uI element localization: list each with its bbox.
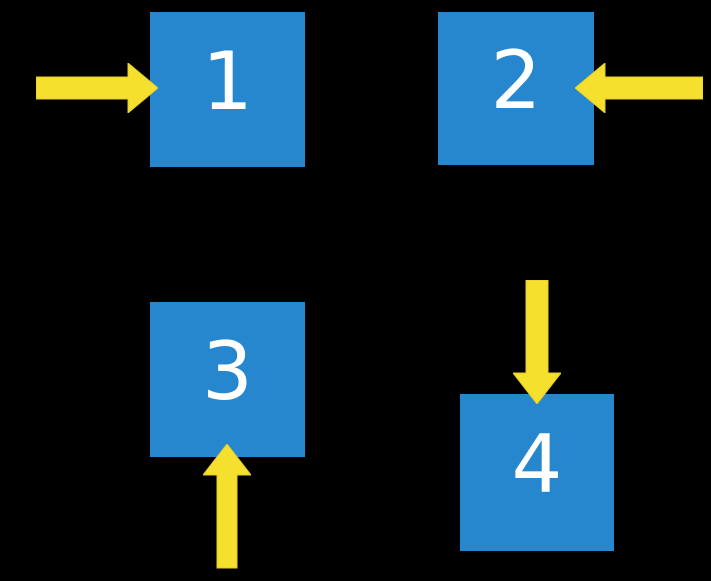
arrow-up-icon xyxy=(203,444,251,569)
arrow-right-icon xyxy=(36,63,158,113)
square-1-label: 1 xyxy=(202,34,253,128)
square-2-label: 2 xyxy=(490,33,542,127)
square-3: 3 xyxy=(150,302,305,457)
square-1: 1 xyxy=(150,12,305,167)
square-3-label: 3 xyxy=(202,324,253,418)
square-2: 2 xyxy=(438,12,594,165)
arrow-left-icon xyxy=(575,63,703,113)
arrow-down-icon xyxy=(513,280,561,404)
square-4: 4 xyxy=(460,394,614,551)
square-4-label: 4 xyxy=(511,417,563,511)
